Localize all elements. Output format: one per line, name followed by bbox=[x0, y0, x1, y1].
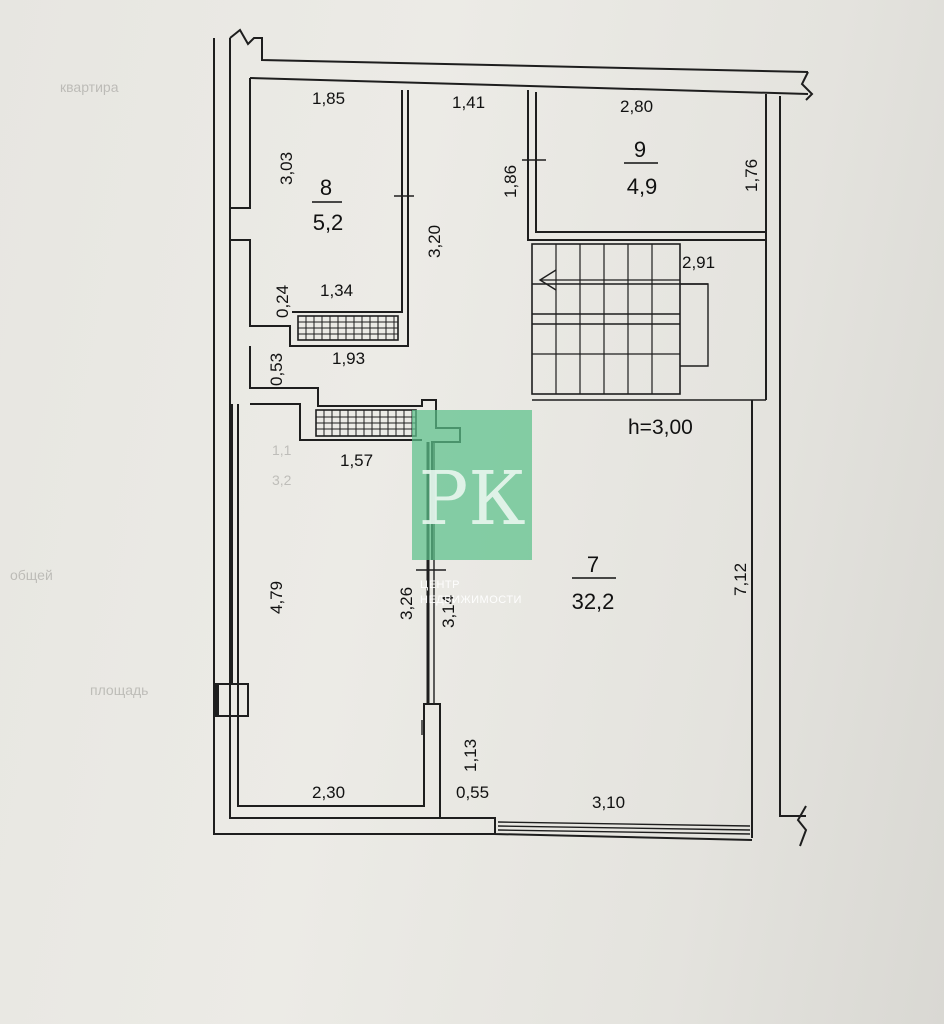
room-9-area: 4,9 bbox=[627, 174, 658, 199]
ghost-text-3: 3,2 bbox=[272, 472, 292, 488]
dimension-labels: 1,85 1,41 2,80 3,03 3,20 1,86 1,76 2,91 … bbox=[267, 89, 761, 812]
dim-1-93: 1,93 bbox=[332, 349, 365, 368]
room-label-9: 9 4,9 bbox=[624, 137, 658, 199]
ventilation-shaft-2 bbox=[315, 409, 417, 437]
watermark-logo-box bbox=[412, 410, 532, 560]
top-inner-wall bbox=[249, 77, 809, 95]
ghost-text-1: квартира bbox=[60, 79, 119, 95]
room-9-walls bbox=[522, 90, 766, 241]
dim-1-41: 1,41 bbox=[452, 93, 485, 112]
staircase bbox=[531, 243, 766, 401]
ghost-text-2: 1,1 bbox=[272, 442, 292, 458]
room-7-number: 7 bbox=[587, 552, 599, 577]
dim-1-76: 1,76 bbox=[742, 159, 761, 192]
dim-3-03: 3,03 bbox=[277, 152, 296, 185]
ghost-text-5: площадь bbox=[90, 682, 148, 698]
watermark-caption-1: ЦЕНТР bbox=[420, 579, 460, 591]
watermark-caption-2: НЕДВИЖИМОСТИ bbox=[420, 594, 522, 606]
dim-1-13: 1,13 bbox=[461, 739, 480, 772]
dim-2-30: 2,30 bbox=[312, 783, 345, 802]
dim-3-20: 3,20 bbox=[425, 225, 444, 258]
right-outer-wall bbox=[779, 96, 806, 817]
dim-3-14: 3,14 bbox=[439, 595, 458, 628]
dim-1-57: 1,57 bbox=[340, 451, 373, 470]
dim-2-91: 2,91 bbox=[682, 253, 715, 272]
watermark-letters: РК bbox=[418, 456, 525, 542]
room-label-7: 7 32,2 bbox=[572, 552, 616, 614]
room-9-number: 9 bbox=[634, 137, 646, 162]
room-8-walls bbox=[229, 78, 414, 347]
dim-0-24: 0,24 bbox=[273, 285, 292, 318]
top-outer-wall bbox=[229, 28, 809, 73]
ghost-text-4: общей bbox=[10, 567, 53, 583]
dim-4-79: 4,79 bbox=[267, 581, 286, 614]
agency-watermark: РК ЦЕНТР НЕДВИЖИМОСТИ bbox=[412, 410, 532, 606]
dim-1-34: 1,34 bbox=[320, 281, 353, 300]
dim-1-86: 1,86 bbox=[501, 165, 520, 198]
room-7-area: 32,2 bbox=[572, 589, 615, 614]
room-8-area: 5,2 bbox=[313, 210, 344, 235]
room-label-8: 8 5,2 bbox=[312, 175, 343, 235]
dim-1-85: 1,85 bbox=[312, 89, 345, 108]
bleed-through-text: квартира 1,1 3,2 общей площадь bbox=[10, 79, 292, 698]
dim-3-10: 3,10 bbox=[592, 793, 625, 812]
outer-walls bbox=[213, 28, 814, 847]
room-8-number: 8 bbox=[320, 175, 332, 200]
ventilation-shaft-1 bbox=[297, 315, 399, 341]
ceiling-height: h=3,00 bbox=[628, 416, 693, 439]
bottom-wall bbox=[494, 818, 753, 841]
dim-2-80: 2,80 bbox=[620, 97, 653, 116]
dim-3-26: 3,26 bbox=[397, 587, 416, 620]
dim-0-53: 0,53 bbox=[267, 353, 286, 386]
dim-0-55: 0,55 bbox=[456, 783, 489, 802]
top-break-mark bbox=[800, 71, 814, 101]
bottom-break-mark bbox=[796, 805, 808, 847]
dim-7-12: 7,12 bbox=[731, 563, 750, 596]
